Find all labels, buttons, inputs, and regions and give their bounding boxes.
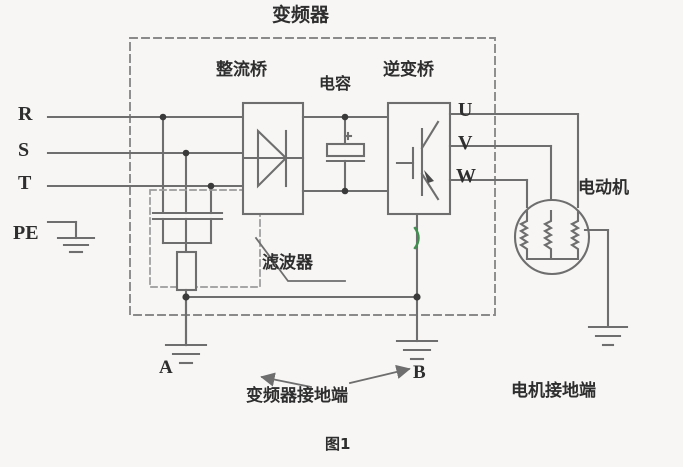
capacitor-label: 电容 xyxy=(319,74,352,93)
junction-dot-r-filter xyxy=(159,113,167,121)
filter-boundary xyxy=(149,189,261,288)
igbt-collector-lead xyxy=(420,120,440,150)
motor-body xyxy=(513,198,591,276)
drive-enclosure-boundary xyxy=(129,37,496,316)
junction-dot-bond-b xyxy=(413,293,421,301)
motor-winding-v xyxy=(542,209,554,261)
ground-b-leader xyxy=(348,364,411,385)
figure-caption: 图1 xyxy=(325,435,351,453)
junction-dot-dc-pos xyxy=(341,113,349,121)
junction-dot-s-filter xyxy=(182,149,190,157)
junction-dot-t-filter xyxy=(207,182,215,190)
terminal-label-v: V xyxy=(458,132,473,154)
terminal-label-s: S xyxy=(18,139,30,161)
inverter-bridge-label: 逆变桥 xyxy=(383,60,434,80)
motor-label: 电动机 xyxy=(578,178,629,198)
motor-winding-u xyxy=(569,209,581,261)
enclosure-title: 变频器 xyxy=(272,4,330,26)
ground-point-label-b: B xyxy=(413,362,426,383)
terminal-label-t: T xyxy=(18,172,32,194)
filter-resistor-body xyxy=(175,250,198,292)
inverter-bridge-body xyxy=(386,101,452,216)
motor-ground-terminal-label: 电机接地端 xyxy=(511,381,596,401)
junction-dots xyxy=(159,113,421,301)
terminal-label-u: U xyxy=(458,99,473,121)
green-bond-marker xyxy=(413,226,420,250)
filter-leader-line xyxy=(254,236,346,282)
igbt-emitter-lead xyxy=(420,172,440,201)
drive-ground-terminal-label: 变频器接地端 xyxy=(246,386,348,406)
dc-capacitor-plate-body xyxy=(325,142,366,158)
ground-point-label-a: A xyxy=(159,357,173,378)
igbt-emitter-arrow xyxy=(424,170,434,183)
terminal-label-r: R xyxy=(18,103,33,125)
rectifier-bridge-label: 整流桥 xyxy=(216,60,267,80)
terminal-label-w: W xyxy=(456,165,476,187)
ground-a-leader xyxy=(260,372,313,389)
terminal-label-pe: PE xyxy=(13,222,39,244)
filter-label: 滤波器 xyxy=(262,253,313,273)
junction-dot-dc-neg xyxy=(341,187,349,195)
junction-dot-bond-a xyxy=(182,293,190,301)
motor-winding-w xyxy=(518,209,530,261)
